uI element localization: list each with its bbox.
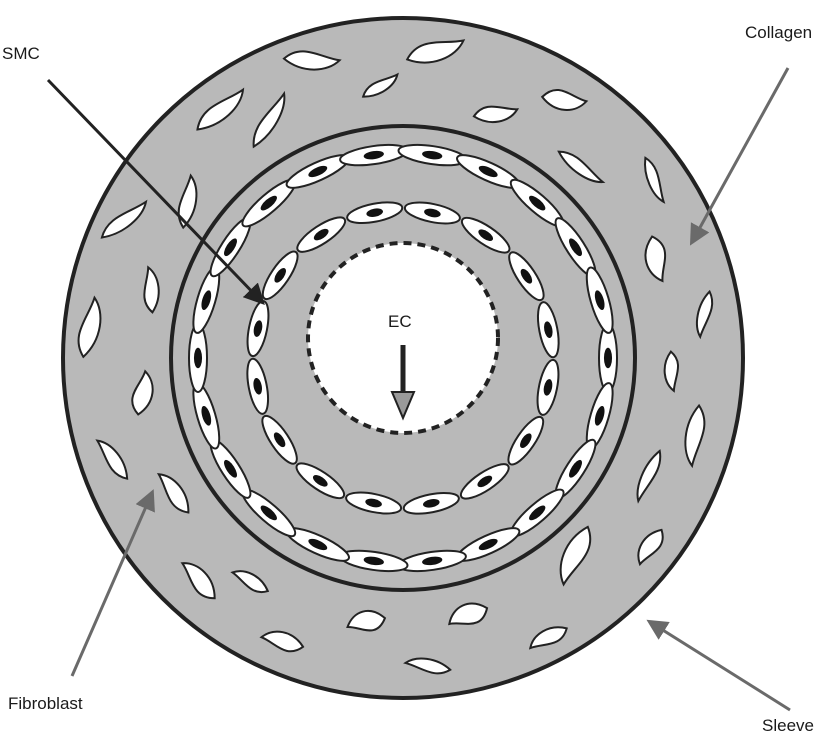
- label-sleeve: Sleeve: [762, 716, 814, 736]
- sleeve-arrow: [650, 622, 790, 710]
- label-ec: EC: [388, 312, 412, 332]
- smooth-muscle-cell: [599, 324, 617, 392]
- collagen-arrow: [692, 68, 788, 242]
- label-fibroblast: Fibroblast: [8, 694, 83, 714]
- label-smc: SMC: [2, 44, 40, 64]
- label-collagen: Collagen: [745, 23, 812, 43]
- smooth-muscle-cell: [189, 324, 207, 392]
